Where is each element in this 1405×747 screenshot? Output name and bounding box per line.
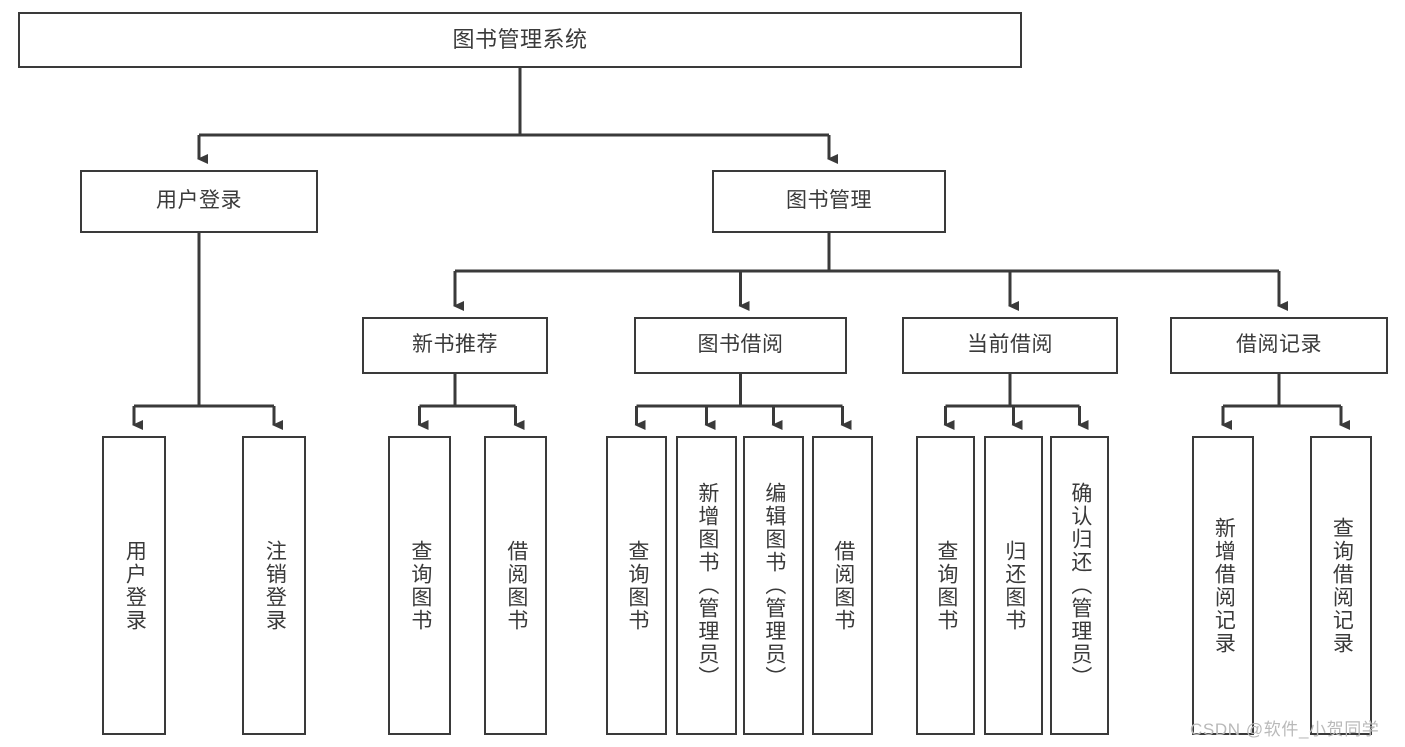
node-label: 查询图书 bbox=[408, 539, 432, 632]
node-label: 注销登录 bbox=[263, 539, 287, 632]
node-leaf-query-book-3[interactable]: 查询图书 bbox=[916, 436, 975, 735]
node-label: 图书管理 bbox=[786, 189, 872, 213]
node-new-book-rec[interactable]: 新书推荐 bbox=[362, 317, 548, 374]
node-label: 查询借阅记录 bbox=[1330, 516, 1354, 655]
node-leaf-edit-book[interactable]: 编辑图书（管理员） bbox=[743, 436, 804, 735]
node-label: 确认归还（管理员） bbox=[1068, 482, 1092, 689]
node-leaf-user-login[interactable]: 用户登录 bbox=[102, 436, 166, 735]
node-root[interactable]: 图书管理系统 bbox=[18, 12, 1022, 68]
node-leaf-return-book[interactable]: 归还图书 bbox=[984, 436, 1043, 735]
node-label: 查询图书 bbox=[934, 539, 958, 632]
node-label: 借阅图书 bbox=[504, 539, 528, 632]
node-leaf-borrow-book-1[interactable]: 借阅图书 bbox=[484, 436, 547, 735]
node-label: 图书管理系统 bbox=[452, 27, 588, 53]
node-leaf-query-book-1[interactable]: 查询图书 bbox=[388, 436, 451, 735]
node-label: 查询图书 bbox=[625, 539, 649, 632]
node-leaf-add-book[interactable]: 新增图书（管理员） bbox=[676, 436, 737, 735]
node-leaf-add-record[interactable]: 新增借阅记录 bbox=[1192, 436, 1254, 735]
node-leaf-query-record[interactable]: 查询借阅记录 bbox=[1310, 436, 1372, 735]
node-book-borrow[interactable]: 图书借阅 bbox=[634, 317, 847, 374]
node-label: 用户登录 bbox=[123, 539, 147, 632]
node-label: 当前借阅 bbox=[967, 333, 1053, 357]
node-label: 借阅图书 bbox=[831, 539, 855, 632]
node-label: 图书借阅 bbox=[697, 333, 784, 357]
node-label: 新书推荐 bbox=[412, 333, 498, 357]
node-user-login[interactable]: 用户登录 bbox=[80, 170, 318, 233]
watermark: CSDN @软件_小贺同学 bbox=[1190, 720, 1380, 739]
node-leaf-confirm-return[interactable]: 确认归还（管理员） bbox=[1050, 436, 1109, 735]
node-label: 借阅记录 bbox=[1236, 333, 1322, 357]
node-label: 编辑图书（管理员） bbox=[762, 482, 786, 689]
node-leaf-query-book-2[interactable]: 查询图书 bbox=[606, 436, 667, 735]
node-leaf-logout[interactable]: 注销登录 bbox=[242, 436, 306, 735]
node-leaf-borrow-book-2[interactable]: 借阅图书 bbox=[812, 436, 873, 735]
node-current-borrow[interactable]: 当前借阅 bbox=[902, 317, 1118, 374]
node-borrow-record[interactable]: 借阅记录 bbox=[1170, 317, 1388, 374]
node-book-manage[interactable]: 图书管理 bbox=[712, 170, 946, 233]
node-label: 归还图书 bbox=[1002, 539, 1026, 632]
node-label: 新增借阅记录 bbox=[1212, 516, 1236, 655]
node-label: 新增图书（管理员） bbox=[695, 482, 719, 689]
node-label: 用户登录 bbox=[156, 189, 242, 213]
